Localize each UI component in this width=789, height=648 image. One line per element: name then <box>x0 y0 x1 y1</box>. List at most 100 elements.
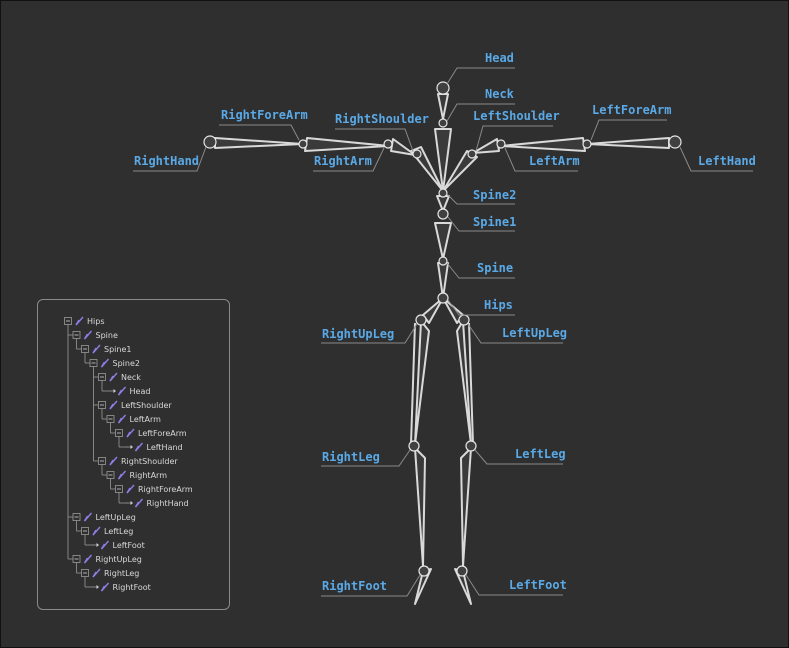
leader-right-foot <box>321 574 421 597</box>
joint-left-foot <box>456 565 468 577</box>
bone-icon <box>117 386 127 396</box>
joints <box>203 81 682 577</box>
bone-spine2-neck <box>434 128 452 192</box>
bone-left-forearm-hand <box>586 137 670 149</box>
bone-left-up-leg-edge <box>468 322 474 445</box>
bone-icon <box>100 358 110 368</box>
tree-node-leftshoulder[interactable]: LeftShoulder <box>93 400 173 410</box>
joint-right-arm <box>383 139 393 149</box>
joint-left-shoulder <box>467 149 477 159</box>
tree-node-label: LeftUpLeg <box>96 513 136 522</box>
joint-right-up-leg <box>415 314 427 326</box>
leader-left-foot <box>465 574 563 596</box>
tree-node-rightshoulder[interactable]: RightShoulder <box>93 456 179 466</box>
joint-spine1 <box>437 208 449 220</box>
bone-icon <box>109 372 118 382</box>
label-spine2: Spine2 <box>473 188 516 202</box>
tree-node-rightforearm[interactable]: RightForeArm <box>110 484 193 494</box>
label-right-up-leg: RightUpLeg <box>322 327 394 341</box>
leader-left-hand <box>679 146 753 172</box>
tree-node-spine2[interactable]: Spine2 <box>85 358 140 368</box>
leader-hips <box>447 299 515 316</box>
bone-icon <box>109 400 118 410</box>
tree-node-label: Hips <box>87 317 104 326</box>
label-left-fore-arm: LeftForeArm <box>592 103 671 117</box>
label-left-hand: LeftHand <box>698 154 756 168</box>
bone-icon <box>92 526 101 536</box>
leader-spine2 <box>446 193 515 205</box>
tree-node-leftarm[interactable]: LeftArm <box>102 414 161 424</box>
bones <box>214 93 670 605</box>
joint-right-shoulder <box>412 149 422 159</box>
bone-icon <box>117 470 127 480</box>
bone-neck-head <box>437 93 449 120</box>
label-right-hand: RightHand <box>134 154 199 168</box>
tree-node-label: LeftFoot <box>113 541 145 550</box>
leader-right-shoulder <box>335 128 414 152</box>
tree-node-label: Spine2 <box>113 359 140 368</box>
tree-node-rightfoot[interactable]: RightFoot <box>85 582 151 592</box>
tree-node-label: RightUpLeg <box>96 555 142 564</box>
tree-node-lefthand[interactable]: LeftHand <box>119 442 183 452</box>
tree-node-leftforearm[interactable]: LeftForeArm <box>110 428 187 438</box>
tree-node-neck[interactable]: Neck <box>93 372 142 382</box>
label-right-arm: RightArm <box>314 154 372 168</box>
tree-node-label: RightFoot <box>113 583 151 592</box>
bone-icon <box>126 484 135 494</box>
bone-icon <box>100 582 110 592</box>
label-right-shoulder: RightShoulder <box>335 112 429 126</box>
bone-left-leg-foot <box>460 447 472 567</box>
bone-icon <box>126 428 135 438</box>
tree-node-label: RightShoulder <box>121 457 178 466</box>
leader-right-arm <box>313 147 385 172</box>
tree-node-label: LeftLeg <box>104 527 133 536</box>
bone-right-up-leg-leg <box>414 320 430 445</box>
tree-node-head[interactable]: Head <box>102 386 150 396</box>
label-left-leg: LeftLeg <box>515 447 566 461</box>
bone-labels: Head Neck RightForeArm RightShoulder Lef… <box>134 51 756 593</box>
tree-node-leftfoot[interactable]: LeftFoot <box>85 540 145 550</box>
hierarchy-tree: HipsSpineSpine1Spine2NeckHeadLeftShoulde… <box>64 316 193 592</box>
leader-left-shoulder <box>475 125 553 152</box>
leader-right-fore-arm <box>219 124 300 141</box>
tree-node-rightleg[interactable]: RightLeg <box>76 568 140 578</box>
label-spine1: Spine1 <box>473 215 516 229</box>
joint-right-hand <box>203 135 217 149</box>
tree-node-hips[interactable]: Hips <box>64 316 105 326</box>
joint-left-leg <box>465 440 477 452</box>
tree-node-leftleg[interactable]: LeftLeg <box>76 526 134 536</box>
leader-lines <box>133 67 753 597</box>
bone-icon <box>100 540 110 550</box>
label-right-foot: RightFoot <box>322 579 387 593</box>
label-hips: Hips <box>484 298 513 312</box>
tree-node-label: LeftForeArm <box>138 429 187 438</box>
tree-node-label: RightHand <box>147 499 189 508</box>
leader-spine <box>446 262 515 279</box>
tree-node-spine[interactable]: Spine <box>68 330 118 340</box>
leader-right-up-leg <box>321 323 418 344</box>
label-head: Head <box>485 51 514 65</box>
tree-node-rightarm[interactable]: RightArm <box>102 470 167 480</box>
tree-node-righthand[interactable]: RightHand <box>119 498 189 508</box>
leader-left-fore-arm <box>590 119 667 141</box>
bone-icon <box>109 456 118 466</box>
tree-node-rightupleg[interactable]: RightUpLeg <box>68 554 142 564</box>
arrow-head-icon <box>113 389 116 393</box>
joint-neck <box>438 118 448 128</box>
tree-node-spine1[interactable]: Spine1 <box>76 344 132 354</box>
tree-node-label: Spine <box>96 331 118 340</box>
joint-left-arm <box>496 139 506 149</box>
bone-right-leg-foot <box>414 447 426 567</box>
label-left-shoulder: LeftShoulder <box>473 109 560 123</box>
tree-node-label: RightLeg <box>104 569 139 578</box>
tree-node-label: LeftShoulder <box>121 401 172 410</box>
bone-right-forearm-hand <box>214 137 304 149</box>
leader-left-leg <box>474 449 563 465</box>
joint-spine2 <box>438 188 448 198</box>
label-left-arm: LeftArm <box>529 154 580 168</box>
leader-head <box>446 67 515 85</box>
tree-node-leftupleg[interactable]: LeftUpLeg <box>68 512 136 522</box>
